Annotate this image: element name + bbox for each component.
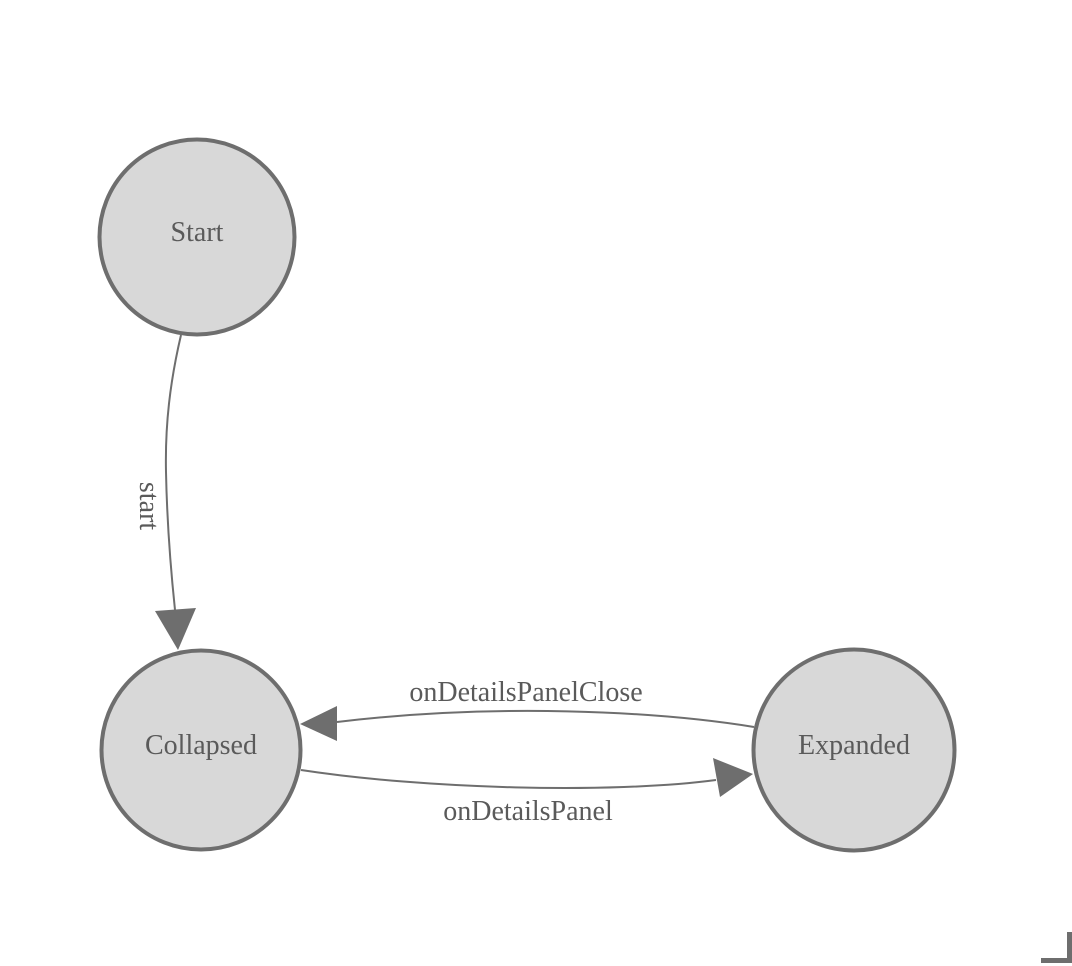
state-node-start[interactable]: Start	[97, 137, 297, 337]
arrowhead-right-icon	[713, 758, 753, 797]
state-circle-start[interactable]	[97, 137, 297, 337]
arrowhead-left-icon	[300, 706, 337, 741]
edge-line-close	[336, 709, 755, 728]
edge-label-on-details-panel: onDetailsPanel	[443, 796, 613, 827]
corner-vertical-bar	[1067, 932, 1072, 963]
state-circle-expanded[interactable]	[751, 647, 957, 853]
scroll-corner-marker[interactable]	[1041, 932, 1072, 963]
arrowhead-down-icon	[155, 608, 196, 650]
state-circle-collapsed[interactable]	[99, 648, 303, 852]
edge-expanded-to-collapsed: onDetailsPanelClose	[300, 677, 755, 741]
state-label-start: Start	[171, 217, 224, 248]
edge-start-to-collapsed: start	[133, 334, 196, 650]
edge-line-open	[300, 769, 717, 790]
state-label-collapsed: Collapsed	[145, 730, 257, 761]
edge-label-start: start	[133, 482, 164, 530]
state-node-expanded[interactable]: Expanded	[751, 647, 957, 853]
edge-collapsed-to-expanded: onDetailsPanel	[300, 758, 753, 827]
edge-line-start	[164, 334, 182, 611]
state-node-collapsed[interactable]: Collapsed	[99, 648, 303, 852]
state-label-expanded: Expanded	[798, 730, 910, 761]
corner-horizontal-bar	[1041, 958, 1072, 963]
edge-label-on-details-panel-close: onDetailsPanelClose	[409, 677, 642, 708]
